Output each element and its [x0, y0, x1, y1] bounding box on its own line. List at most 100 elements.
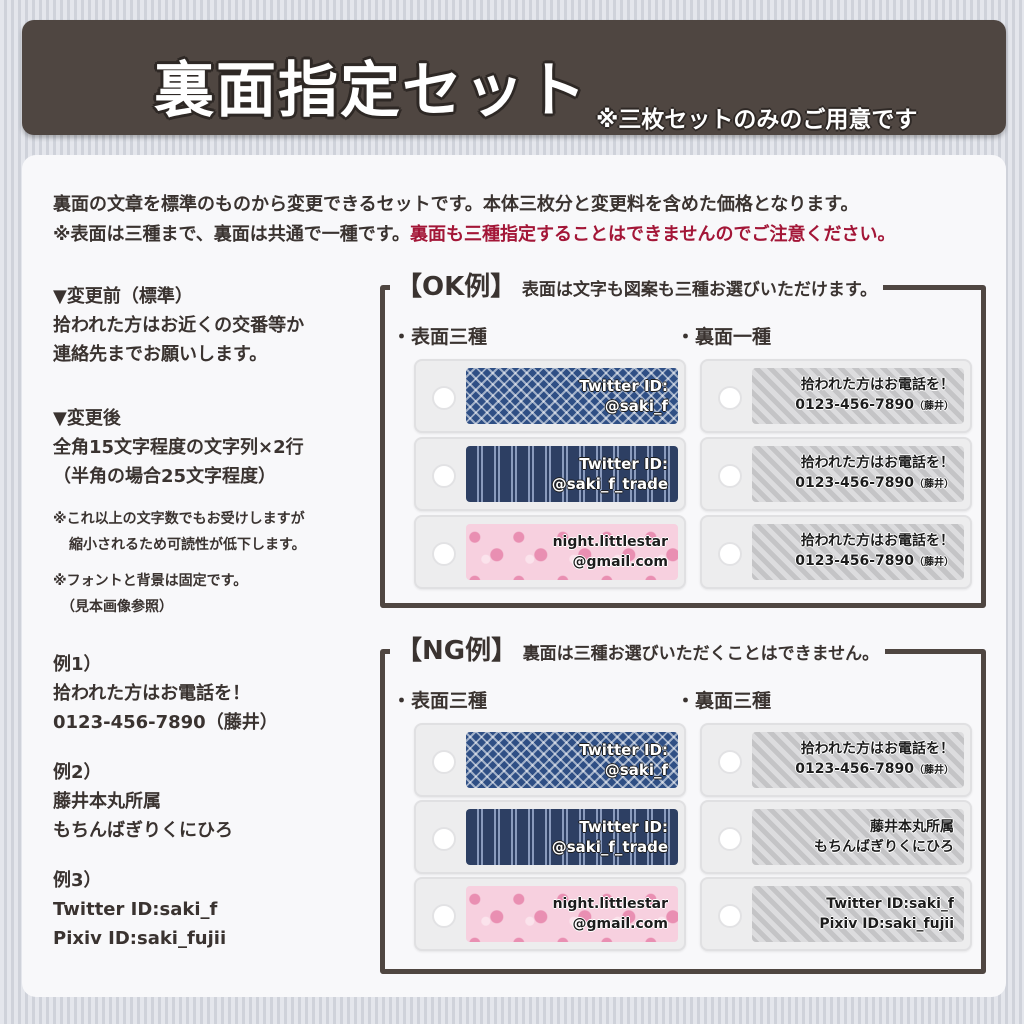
- tag-line-1: night.littlestar: [552, 534, 668, 550]
- before-text-1: 拾われた方はお近くの交番等か: [53, 315, 305, 336]
- tag-plate: Twitter ID: @saki_f: [466, 368, 678, 424]
- tag-line-2: 0123-456-7890（藤井）: [795, 473, 954, 495]
- example-1: 例1） 拾われた方はお電話を！ 0123-456-7890（藤井）: [53, 650, 278, 737]
- ng-back-tag-1: 拾われた方はお電話を！ 0123-456-7890（藤井）: [700, 723, 972, 797]
- tag-plate: 藤井本丸所属 もちんばぎりくにひろ: [752, 809, 964, 865]
- after-section: ▼変更後 全角15文字程度の文字列×2行 （半角の場合25文字程度）: [53, 404, 304, 491]
- ok-front-title: ・表面三種: [392, 326, 488, 348]
- ok-back-tag-2: 拾われた方はお電話を！ 0123-456-7890（藤井）: [700, 437, 972, 511]
- ok-front-tag-3: night.littlestar @gmail.com: [414, 515, 686, 589]
- ok-back-tag-1: 拾われた方はお電話を！ 0123-456-7890（藤井）: [700, 359, 972, 433]
- ng-front-tag-3: night.littlestar @gmail.com: [414, 877, 686, 951]
- tag-line-2: 0123-456-7890（藤井）: [795, 395, 954, 417]
- before-heading: ▼変更前（標準）: [53, 286, 193, 307]
- ok-back-title: ・裏面一種: [676, 326, 772, 348]
- tag-line-1: 拾われた方はお電話を！: [800, 533, 954, 549]
- ng-front-title: ・表面三種: [392, 690, 488, 712]
- example-1-heading: 例1）: [53, 654, 102, 675]
- tag-plate: 拾われた方はお電話を！ 0123-456-7890（藤井）: [752, 524, 964, 580]
- ng-back-tag-3: Twitter ID:saki_f Pixiv ID:saki_fujii: [700, 877, 972, 951]
- ok-back-tag-3: 拾われた方はお電話を！ 0123-456-7890（藤井）: [700, 515, 972, 589]
- tag-phone: 0123-456-7890: [795, 553, 914, 569]
- intro-warning: 裏面も三種指定することはできませんのでご注意ください。: [409, 224, 896, 245]
- tag-plate: Twitter ID:saki_f Pixiv ID:saki_fujii: [752, 886, 964, 942]
- tag-line-2: もちんばぎりくにひろ: [814, 839, 954, 855]
- note1-text-2: 縮小されるため可読性が低下します。: [69, 537, 306, 553]
- tag-phone: 0123-456-7890: [795, 475, 914, 491]
- example-2-text-1: 藤井本丸所属: [53, 791, 161, 812]
- tag-phone: 0123-456-7890: [795, 761, 914, 777]
- ng-front-tag-2: Twitter ID: @saki_f_trade: [414, 800, 686, 874]
- tag-hole: [718, 827, 742, 851]
- note-section-2: ※フォントと背景は固定です。 （見本画像参照）: [53, 568, 247, 620]
- tag-hole: [718, 904, 742, 928]
- example-2-heading: 例2）: [53, 762, 102, 783]
- tag-hole: [432, 464, 456, 488]
- tag-phone: 0123-456-7890: [795, 397, 914, 413]
- after-heading: ▼変更後: [53, 408, 121, 429]
- tag-hole: [718, 464, 742, 488]
- tag-hole: [432, 386, 456, 410]
- tag-name: （藤井）: [914, 765, 954, 776]
- note2-text-1: ※フォントと背景は固定です。: [53, 573, 248, 589]
- note-section-1: ※これ以上の文字数でもお受けしますが 縮小されるため可読性が低下します。: [53, 506, 306, 558]
- example-3-text-1: Twitter ID:saki_f: [53, 899, 218, 920]
- tag-line-2: @saki_f: [604, 397, 668, 415]
- tag-hole: [432, 827, 456, 851]
- tag-line-1: Twitter ID:saki_f: [826, 896, 954, 912]
- tag-line-1: 拾われた方はお電話を！: [800, 377, 954, 393]
- tag-line-2: @gmail.com: [572, 554, 668, 570]
- intro-text: 裏面の文章を標準のものから変更できるセットです。本体三枚分と変更料を含めた価格と…: [53, 190, 895, 250]
- tag-hole: [432, 904, 456, 928]
- tag-plate: night.littlestar @gmail.com: [466, 524, 678, 580]
- tag-line-1: Twitter ID:: [579, 818, 668, 836]
- ok-front-tag-1: Twitter ID: @saki_f: [414, 359, 686, 433]
- tag-line-2: @gmail.com: [572, 916, 668, 932]
- tag-line-1: 藤井本丸所属: [870, 819, 954, 835]
- ok-label: 【OK例】: [396, 272, 517, 302]
- before-section: ▼変更前（標準） 拾われた方はお近くの交番等か 連絡先までお願いします。: [53, 282, 304, 369]
- tag-plate: Twitter ID: @saki_f_trade: [466, 446, 678, 502]
- tag-hole: [718, 386, 742, 410]
- tag-hole: [432, 542, 456, 566]
- header-note: ※三枚セットのみのご用意です: [596, 107, 918, 133]
- after-text-2: （半角の場合25文字程度）: [53, 466, 277, 487]
- tag-line-2: @saki_f: [604, 761, 668, 779]
- tag-name: （藤井）: [914, 479, 954, 490]
- ok-example-label: 【OK例】 表面は文字も図案も三種お選びいただけます。: [390, 266, 884, 303]
- ng-label: 【NG例】: [396, 636, 518, 666]
- tag-line-2: @saki_f_trade: [551, 475, 668, 493]
- example-3-heading: 例3）: [53, 870, 102, 891]
- intro-line-1: 裏面の文章を標準のものから変更できるセットです。本体三枚分と変更料を含めた価格と…: [53, 194, 859, 215]
- tag-line-1: 拾われた方はお電話を！: [800, 741, 954, 757]
- tag-hole: [718, 542, 742, 566]
- example-3-text-2: Pixiv ID:saki_fujii: [53, 928, 227, 949]
- tag-line-1: Twitter ID:: [579, 741, 668, 759]
- tag-plate: 拾われた方はお電話を！ 0123-456-7890（藤井）: [752, 368, 964, 424]
- tag-plate: Twitter ID: @saki_f: [466, 732, 678, 788]
- note1-text-1: ※これ以上の文字数でもお受けしますが: [53, 511, 305, 527]
- ng-example-label: 【NG例】 裏面は三種お選びいただくことはできません。: [390, 630, 886, 667]
- ng-front-tag-1: Twitter ID: @saki_f: [414, 723, 686, 797]
- tag-line-2: 0123-456-7890（藤井）: [795, 759, 954, 781]
- tag-line-2: @saki_f_trade: [551, 838, 668, 856]
- tag-hole: [432, 750, 456, 774]
- tag-line-2: 0123-456-7890（藤井）: [795, 551, 954, 573]
- intro-line-2: ※表面は三種まで、裏面は共通で一種です。裏面も三種指定することはできませんのでご…: [53, 220, 895, 250]
- tag-plate: Twitter ID: @saki_f_trade: [466, 809, 678, 865]
- tag-line-1: night.littlestar: [552, 896, 668, 912]
- page-title: 裏面指定セット: [154, 56, 588, 126]
- note2-text-2: （見本画像参照）: [61, 599, 173, 615]
- tag-hole: [718, 750, 742, 774]
- tag-plate: night.littlestar @gmail.com: [466, 886, 678, 942]
- example-1-text-1: 拾われた方はお電話を！: [53, 683, 251, 704]
- before-text-2: 連絡先までお願いします。: [53, 344, 268, 365]
- intro-line-2-note: ※表面は三種まで、裏面は共通で一種です。: [53, 224, 410, 245]
- tag-plate: 拾われた方はお電話を！ 0123-456-7890（藤井）: [752, 446, 964, 502]
- tag-line-1: Twitter ID:: [579, 377, 668, 395]
- header-banner: 裏面指定セット ※三枚セットのみのご用意です: [22, 20, 1006, 135]
- tag-plate: 拾われた方はお電話を！ 0123-456-7890（藤井）: [752, 732, 964, 788]
- ng-back-title: ・裏面三種: [676, 690, 772, 712]
- example-2-text-2: もちんばぎりくにひろ: [53, 820, 233, 841]
- ok-front-tag-2: Twitter ID: @saki_f_trade: [414, 437, 686, 511]
